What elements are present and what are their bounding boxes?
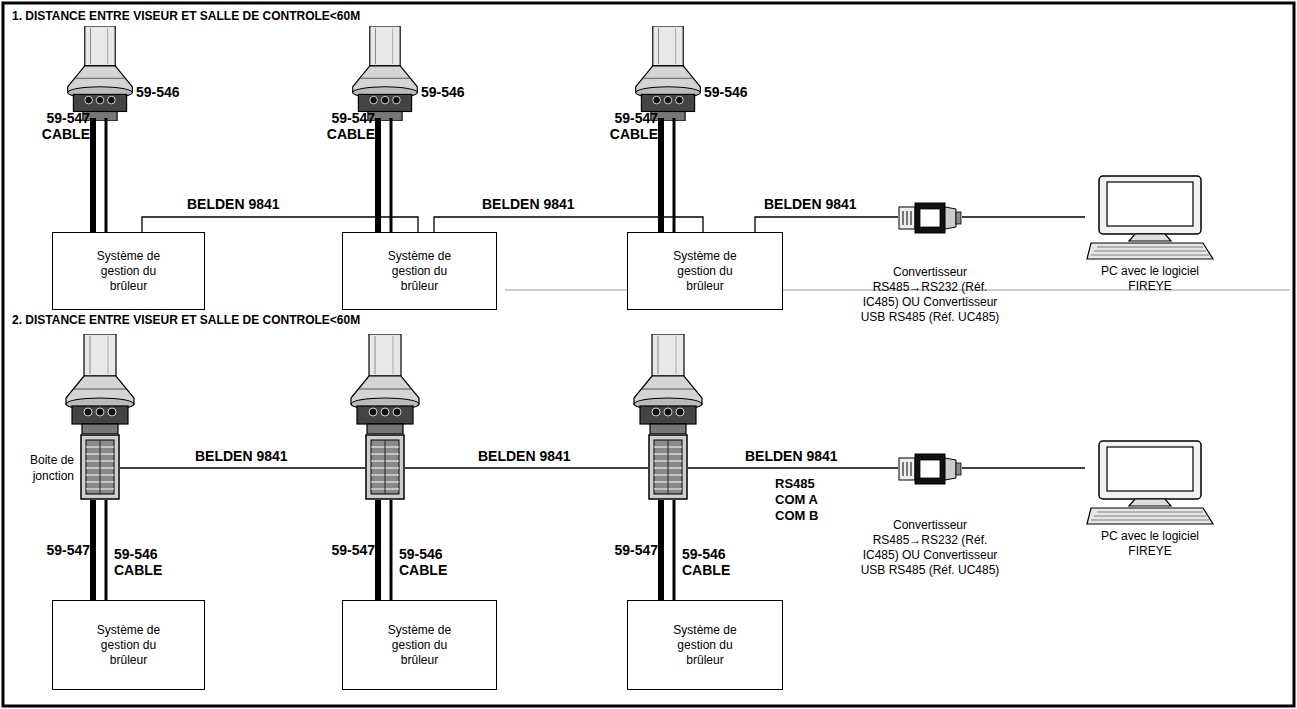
burner-management-box: Système de gestion du brûleur xyxy=(52,600,205,690)
belden-cable xyxy=(755,217,898,232)
belden-cable xyxy=(962,467,1085,468)
converter-icon xyxy=(898,197,962,237)
box-label: Système de gestion du brûleur xyxy=(383,249,457,294)
cable-label: 59-546 CABLE xyxy=(682,546,738,578)
cable-label: 59-547 xyxy=(606,542,658,558)
belden-wire xyxy=(120,467,898,468)
cable-label: 59-546 CABLE xyxy=(114,546,170,578)
box-label: Système de gestion du brûleur xyxy=(668,249,742,294)
cable-label: BELDEN 9841 xyxy=(480,196,577,212)
belden-cable xyxy=(962,216,1085,217)
cable-label: BELDEN 9841 xyxy=(762,196,859,212)
cable-label: BELDEN 9841 xyxy=(745,448,838,464)
caption-text: Convertisseur RS485→RS232 (Réf. IC485) O… xyxy=(855,518,1005,578)
burner-management-box: Système de gestion du brûleur xyxy=(342,600,497,690)
converter-node: Convertisseur RS485→RS232 (Réf. IC485) O… xyxy=(855,197,1005,325)
frame xyxy=(3,3,1294,706)
cable-label: 59-547 xyxy=(323,542,375,558)
burner-management-box: Système de gestion du brûleur xyxy=(342,232,497,310)
section-heading: 2. DISTANCE ENTRE VISEUR ET SALLE DE CON… xyxy=(12,312,360,328)
cable-label: Boite de jonction xyxy=(14,452,74,484)
pc-icon xyxy=(1085,440,1215,525)
cable-label: 59-547 xyxy=(38,542,90,558)
box-label: Système de gestion du brûleur xyxy=(668,623,742,668)
cable-label: 59-546 xyxy=(704,84,748,100)
cable-label: 59-546 CABLE xyxy=(399,546,455,578)
cable-label: 59-546 xyxy=(421,84,465,100)
cable-label: BELDEN 9841 xyxy=(478,448,571,464)
cable-label: BELDEN 9841 xyxy=(185,196,282,212)
converter-icon xyxy=(898,448,962,488)
cable-label: 59-547 CABLE xyxy=(323,110,375,142)
caption-text: Convertisseur RS485→RS232 (Réf. IC485) O… xyxy=(855,265,1005,325)
box-label: Système de gestion du brûleur xyxy=(92,623,166,668)
caption-text: PC avec le logiciel FIREYE xyxy=(1085,529,1215,559)
caption-text: PC avec le logiciel FIREYE xyxy=(1085,264,1215,294)
burner-management-box: Système de gestion du brûleur xyxy=(627,232,783,310)
box-label: Système de gestion du brûleur xyxy=(383,623,457,668)
cable-label: RS485 COM A COM B xyxy=(775,476,827,524)
belden-cable xyxy=(142,217,418,232)
cable-label: 59-547 CABLE xyxy=(38,110,90,142)
belden-cable xyxy=(434,217,703,232)
pc-icon xyxy=(1085,175,1215,260)
cable-label: 59-546 xyxy=(136,84,180,100)
burner-management-box: Système de gestion du brûleur xyxy=(627,600,783,690)
pc-node: PC avec le logiciel FIREYE xyxy=(1085,440,1215,559)
burner-management-box: Système de gestion du brûleur xyxy=(52,232,205,310)
section-heading: 1. DISTANCE ENTRE VISEUR ET SALLE DE CON… xyxy=(12,8,360,24)
box-label: Système de gestion du brûleur xyxy=(92,249,166,294)
cable-label: BELDEN 9841 xyxy=(195,448,288,464)
pc-node: PC avec le logiciel FIREYE xyxy=(1085,175,1215,294)
cable-label: 59-547 CABLE xyxy=(606,110,658,142)
converter-node: Convertisseur RS485→RS232 (Réf. IC485) O… xyxy=(855,448,1005,578)
